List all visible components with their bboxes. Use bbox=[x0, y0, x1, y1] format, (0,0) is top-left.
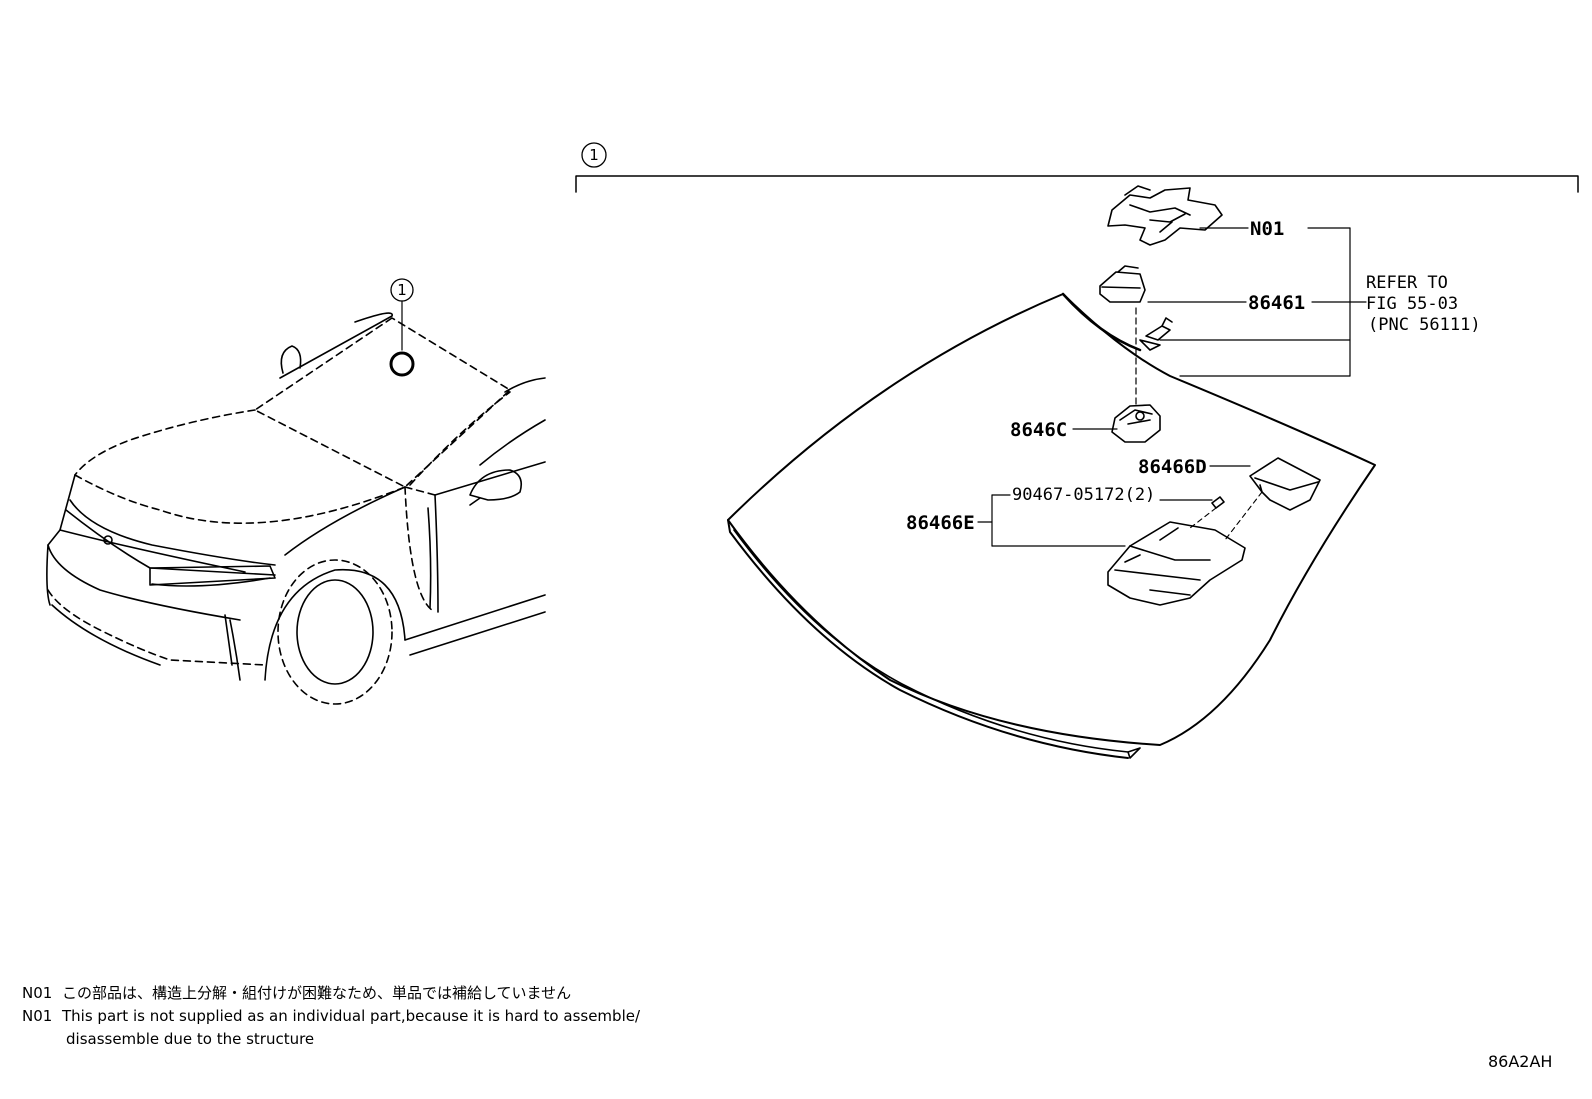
vehicle-outline bbox=[46, 312, 546, 705]
callout-number-assembly: 1 bbox=[589, 146, 599, 164]
label-86461: 86461 bbox=[1248, 292, 1305, 314]
windshield-glass bbox=[727, 292, 1376, 759]
footnote-code-en: N01 bbox=[22, 1007, 53, 1025]
refer-line-1: REFER TO bbox=[1366, 273, 1448, 293]
footnote-code-jp: N01 bbox=[22, 984, 53, 1002]
footnotes: N01 この部品は、構造上分解・組付けが困難なため、単品では補給していません N… bbox=[22, 982, 640, 1051]
label-n01: N01 bbox=[1250, 218, 1284, 240]
label-86466d: 86466D bbox=[1138, 456, 1207, 478]
refer-line-2: FIG 55-03 bbox=[1366, 294, 1458, 314]
label-8646c: 8646C bbox=[1010, 419, 1067, 441]
clip-part bbox=[1139, 317, 1173, 351]
part-86466d-panel bbox=[1249, 457, 1321, 511]
leader-lines bbox=[977, 227, 1367, 547]
footnote-en: N01 This part is not supplied as an indi… bbox=[22, 1005, 640, 1028]
label-90467-05172: 90467-05172(2) bbox=[1012, 485, 1155, 505]
footnote-text-en-1: This part is not supplied as an individu… bbox=[62, 1007, 641, 1025]
part-8646c-camera bbox=[1111, 404, 1161, 443]
footnote-text-en-2: disassemble due to the structure bbox=[66, 1030, 315, 1048]
label-86466e: 86466E bbox=[906, 512, 975, 534]
footnote-en-continued: disassemble due to the structure bbox=[22, 1028, 640, 1051]
callout-number-car: 1 bbox=[397, 281, 407, 299]
footnote-text-jp: この部品は、構造上分解・組付けが困難なため、単品では補給していません bbox=[62, 984, 572, 1002]
figure-id: 86A2AH bbox=[1488, 1052, 1553, 1071]
n01-bracket-part bbox=[1107, 185, 1223, 246]
assembly-bracket bbox=[575, 175, 1579, 193]
callout-circle-assembly bbox=[581, 142, 607, 168]
part-86466e-housing bbox=[1107, 521, 1246, 606]
screw-part bbox=[1211, 496, 1225, 509]
panel-guide-line bbox=[1224, 491, 1263, 541]
screw-guide-line bbox=[1189, 507, 1217, 529]
part-86461-cover bbox=[1099, 265, 1146, 303]
refer-line-3: (PNC 56111) bbox=[1368, 315, 1481, 335]
footnote-jp: N01 この部品は、構造上分解・組付けが困難なため、単品では補給していません bbox=[22, 982, 640, 1005]
location-marker bbox=[389, 351, 415, 377]
